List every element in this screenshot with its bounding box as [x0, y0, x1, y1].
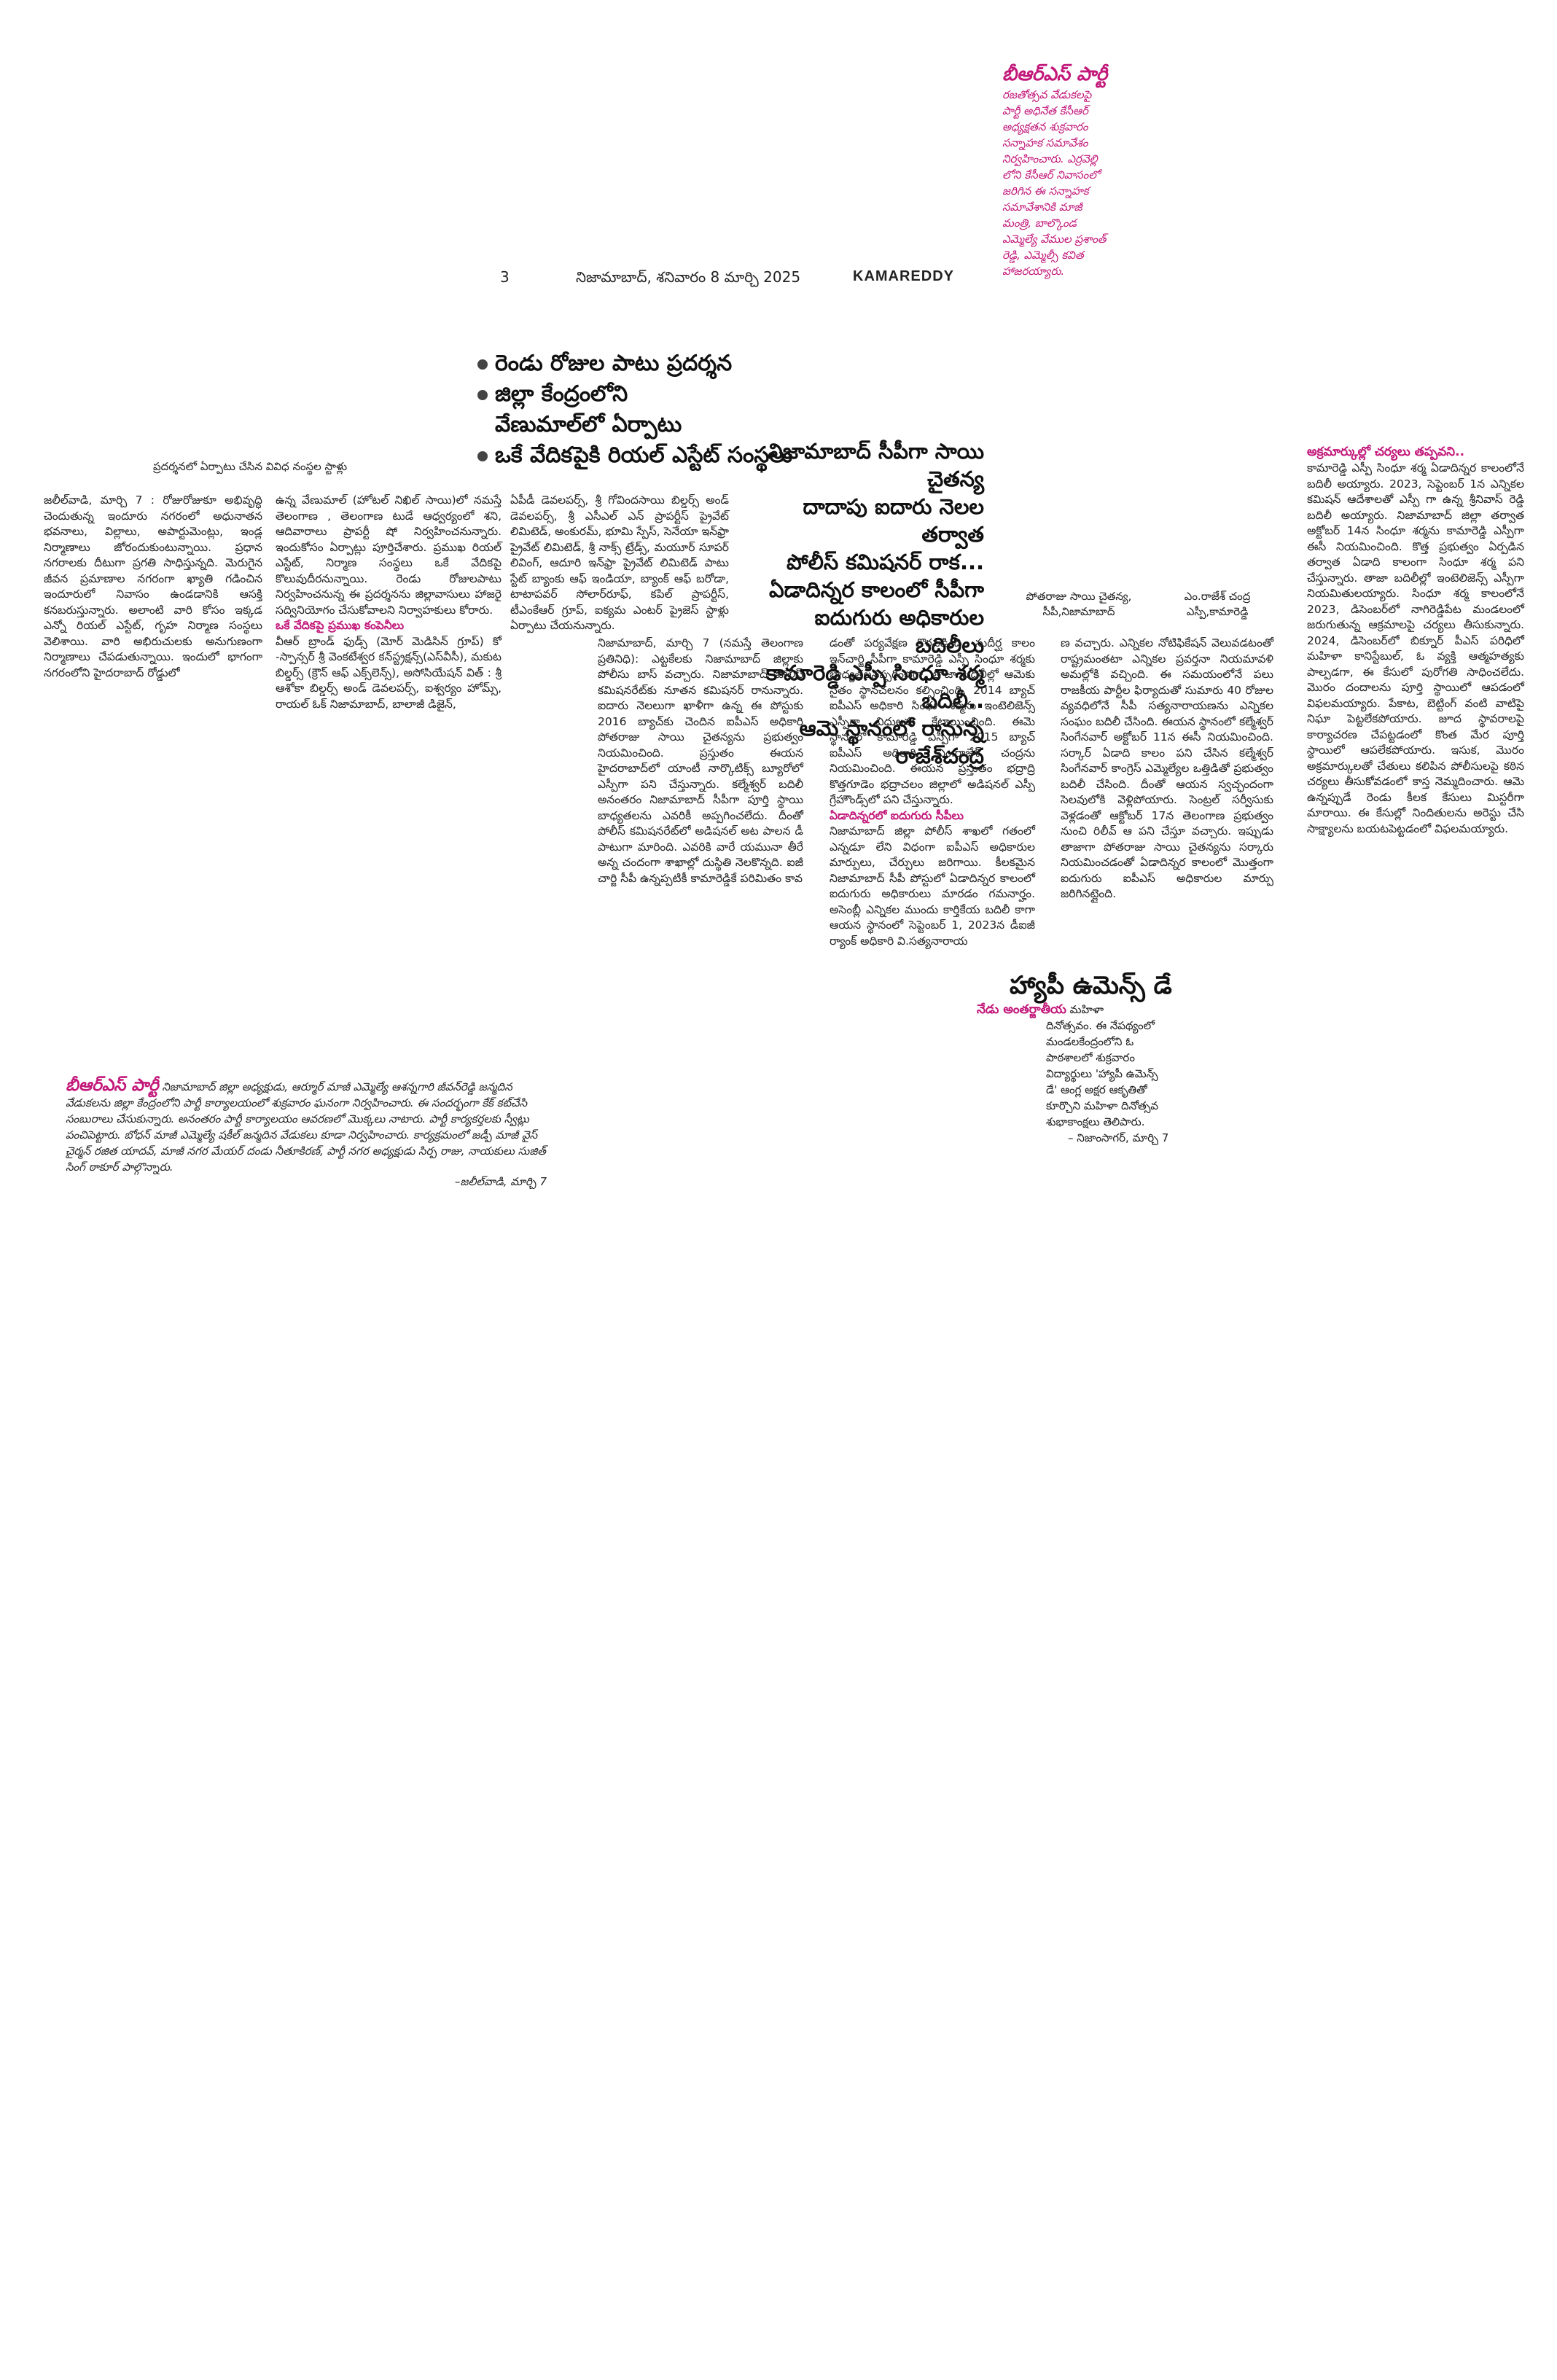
bullet-dot-icon [477, 359, 488, 370]
far-right-article: అక్రమార్కుల్లో చర్యలు తప్పవని.. కామారెడ్… [1307, 445, 1524, 835]
bullet-item: రెండు రోజుల పాటు ప్రదర్శన [477, 348, 915, 379]
exhibition-subhead: ఒకే వేదికపై ప్రముఖ కంపెనీలు [276, 619, 405, 632]
bullet-item: ఒకే వేదికపైకి రియల్ ఎస్టేట్ సంస్థలు [477, 440, 915, 471]
exhibition-col-1: జలీల్‌వాడి, మార్చి 7 : రోజురోజుకూ అభివృద… [44, 493, 262, 679]
womens-day-box: హ్యాపీ ఉమెన్స్ డే నేడు అంతర్జాతీయ మహిళా … [977, 969, 1210, 1146]
far-right-title: అక్రమార్కుల్లో చర్యలు తప్పవని.. [1307, 445, 1465, 459]
exhibition-photo-caption: ప్రదర్శనలో ఏర్పాటు చేసిన వివిధ నంస్థల స్… [153, 460, 348, 473]
brs-top-lines: రజతోత్సవ వేడుకలపై పార్టీ అధినేత కేసీఆర్ … [1002, 88, 1107, 278]
bullet-item: వేణుమాల్‌లో ఏర్పాటు [495, 412, 682, 437]
photo-caption-cp: పోతరాజు సాయి చైతన్య, సీపీ,నిజామాబాద్ [1026, 590, 1132, 618]
page-dateline: నిజామాబాద్, శనివారం 8 మార్చి 2025 [576, 268, 801, 286]
police-subhead: ఏడాదిన్నరలో ఐదుగురు సీపీలు [830, 808, 964, 822]
police-headline: నిజామాబాద్ సీపీగా సాయి చైతన్య దాదాపు ఐదా… [765, 439, 984, 768]
bullet-item: జిల్లా కేంద్రంలోని [477, 379, 915, 410]
brs-top-box: బీఆర్ఎస్ పార్టీ రజతోత్సవ వేడుకలపై పార్టీ… [1002, 62, 1170, 279]
police-col-1: నిజామాబాద్, మార్చి 7 (నమస్తే తెలంగాణ ప్ర… [598, 636, 803, 885]
exhibition-col-3: ఏపీడీ డెవలపర్స్, శ్రీ గోవిందసాయి బిల్డర్… [510, 493, 729, 632]
photo-caption-sp: ఎం.రాజేశ్ చంద్ర ఎస్పీ,కామారెడ్డి [1184, 590, 1251, 618]
brs-bottom-article: బీఆర్ఎస్ పార్టీ నిజామాబాద్ జిల్లా అధ్యక్… [66, 1076, 547, 1189]
brs-bottom-title: బీఆర్ఎస్ పార్టీ [66, 1076, 159, 1095]
bullet-dot-icon [477, 389, 488, 400]
police-col-3: ణ వచ్చారు. ఎన్నికల నోటిఫికేషన్ వెలువడటంత… [1061, 636, 1273, 900]
section-name: KAMAREDDY [853, 268, 954, 284]
page-number: 3 [500, 268, 510, 286]
womens-day-title: హ్యాపీ ఉమెన్స్ డే [1010, 971, 1172, 1000]
bullet-dot-icon [477, 450, 488, 461]
brs-top-title: బీఆర్ఎస్ పార్టీ [1002, 63, 1108, 85]
exhibition-col-2: ఉన్న వేణుమాల్ (హోటల్ నిఖిల్ సాయి)లో నమస్… [276, 493, 502, 711]
police-col-2: డంతో పర్యవేక్షణ కొరవడింది. సుదీర్ఘ కాలం … [830, 636, 1035, 948]
exhibition-bullets: రెండు రోజుల పాటు ప్రదర్శన జిల్లా కేంద్రం… [477, 348, 915, 471]
